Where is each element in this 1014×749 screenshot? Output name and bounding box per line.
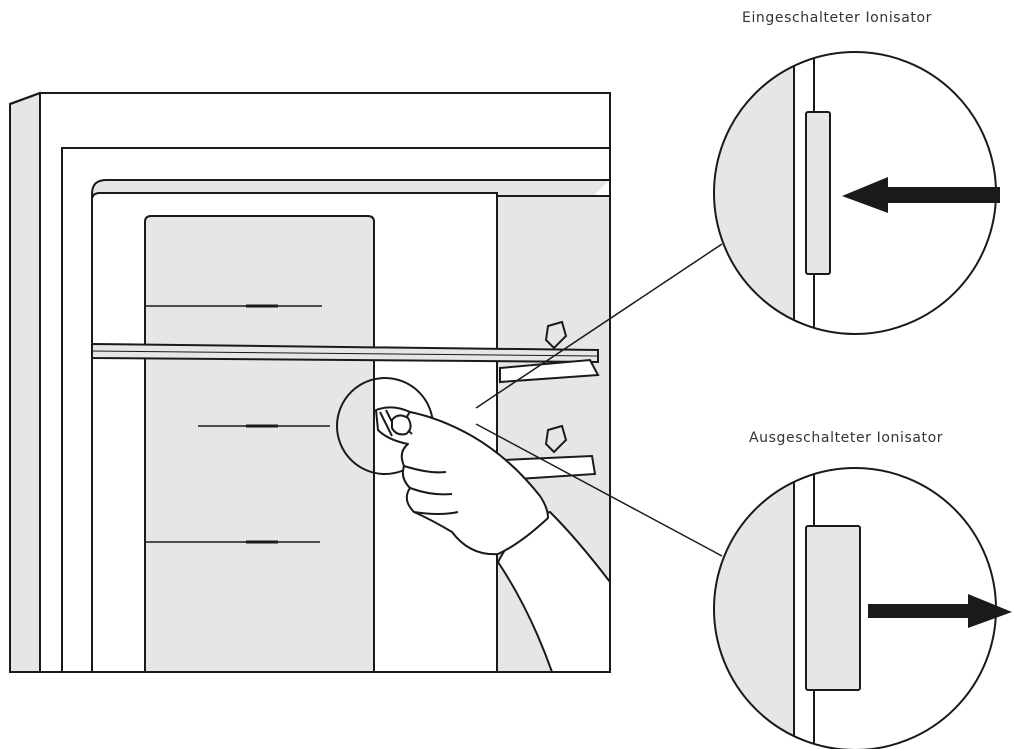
fridge-side-panel bbox=[9, 91, 41, 673]
ionizer-switch-on bbox=[805, 111, 831, 275]
hand bbox=[375, 406, 549, 556]
zoom-circle-on bbox=[713, 51, 1000, 335]
label-ionizer-on: Eingeschalteter Ionisator bbox=[742, 10, 932, 26]
thumb bbox=[391, 414, 412, 436]
fridge-inner-frame bbox=[61, 147, 610, 672]
ionizer-switch-off bbox=[805, 525, 861, 691]
label-ionizer-off: Ausgeschalteter Ionisator bbox=[749, 430, 944, 446]
rear-panel-rails bbox=[146, 304, 330, 544]
zoom-circle-off bbox=[713, 467, 1012, 749]
hand-illustration bbox=[375, 406, 611, 673]
glass-shelf bbox=[91, 342, 599, 364]
leader-lines bbox=[475, 243, 723, 557]
fridge-rear-panel bbox=[144, 215, 375, 672]
arrow-right-icon bbox=[868, 594, 1012, 628]
arrow-left-icon bbox=[842, 177, 1000, 213]
